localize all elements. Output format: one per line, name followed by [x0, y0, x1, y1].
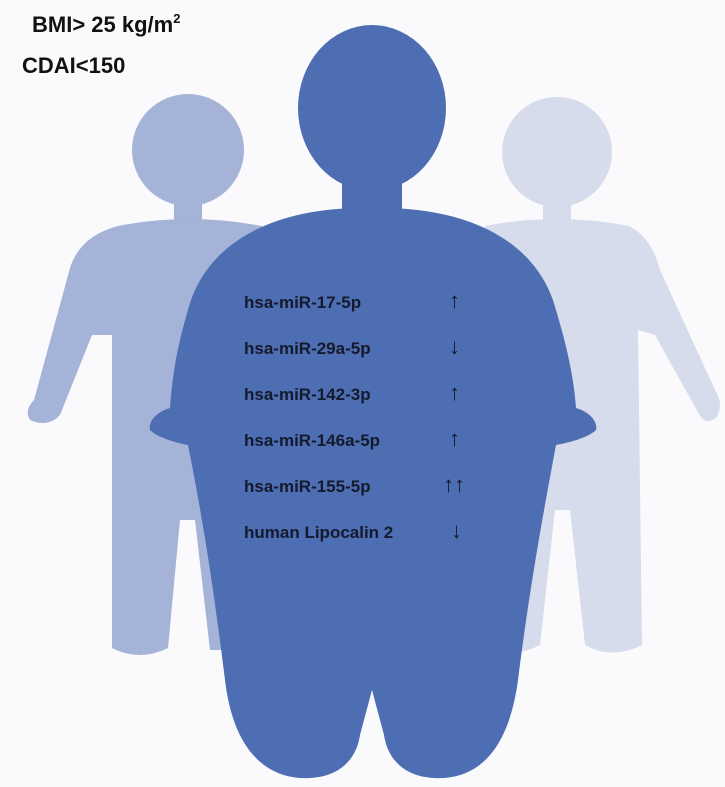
up-arrow-icon: ↑ [449, 288, 460, 313]
down-arrow-icon: ↓ [449, 334, 460, 359]
up-arrow-icon: ↑ [449, 426, 460, 451]
double-up-arrow-icon: ↑↑ [443, 472, 465, 497]
marker-row: hsa-miR-17-5p ↑ [0, 286, 725, 322]
down-arrow-icon: ↓ [451, 518, 462, 543]
marker-name: hsa-miR-142-3p [244, 385, 371, 404]
bmi-criterion: BMI> 25 kg/m2 [32, 11, 181, 37]
up-arrow-icon: ↑ [449, 380, 460, 405]
marker-row: hsa-miR-29a-5p ↓ [0, 332, 725, 368]
bmi-label: BMI> 25 kg/m [32, 12, 174, 37]
marker-row: human Lipocalin 2 ↓ [0, 516, 725, 552]
marker-name: hsa-miR-146a-5p [244, 431, 381, 450]
marker-name: hsa-miR-29a-5p [244, 339, 371, 358]
front-figure [149, 25, 597, 779]
marker-name: human Lipocalin 2 [244, 523, 394, 542]
bmi-superscript: 2 [173, 11, 181, 26]
marker-row: hsa-miR-155-5p ↑↑ [0, 470, 725, 506]
marker-name: hsa-miR-155-5p [244, 477, 371, 496]
cdai-criterion: CDAI<150 [22, 53, 126, 78]
marker-row: hsa-miR-146a-5p ↑ [0, 424, 725, 460]
marker-row: hsa-miR-142-3p ↑ [0, 378, 725, 414]
marker-name: hsa-miR-17-5p [244, 293, 362, 312]
